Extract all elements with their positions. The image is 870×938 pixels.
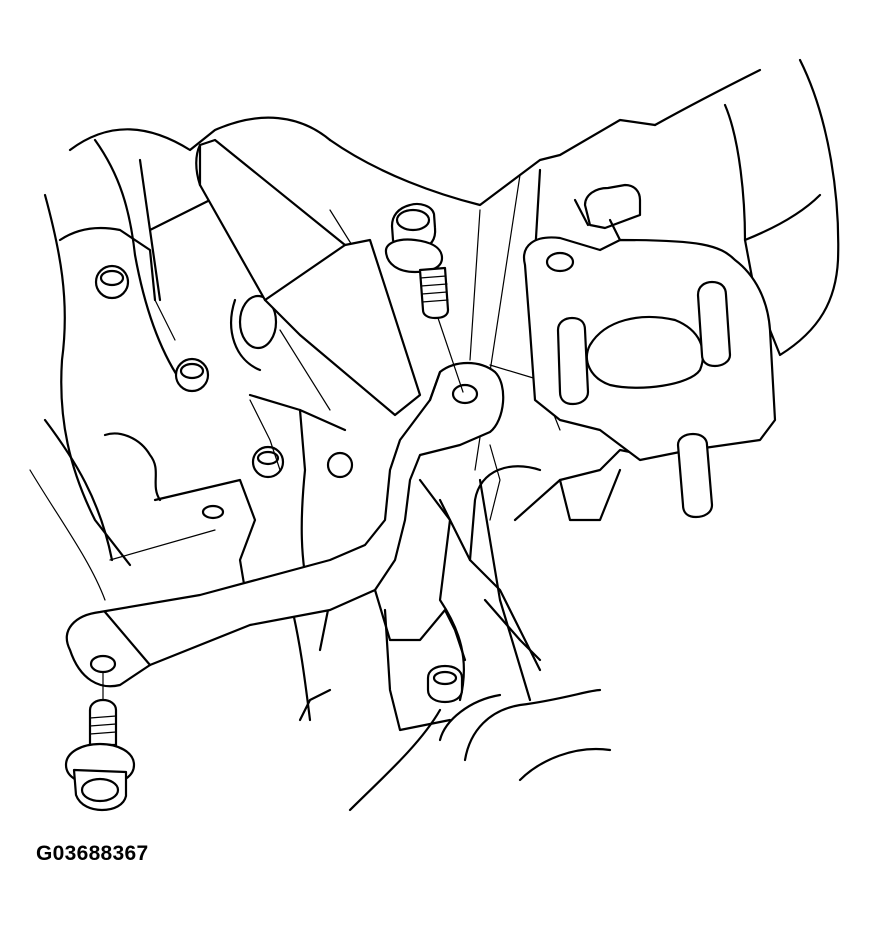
left-flange: [58, 226, 354, 520]
mount-pad: [522, 183, 777, 519]
upper-bolt: [384, 202, 464, 393]
upper-rail: [195, 138, 422, 417]
lower-stud: [426, 664, 464, 704]
casing-contours: [154, 299, 622, 722]
figure-id-label: G03688367: [36, 842, 149, 865]
mount-bracket: [65, 361, 505, 688]
lower-bolt: [64, 671, 136, 812]
